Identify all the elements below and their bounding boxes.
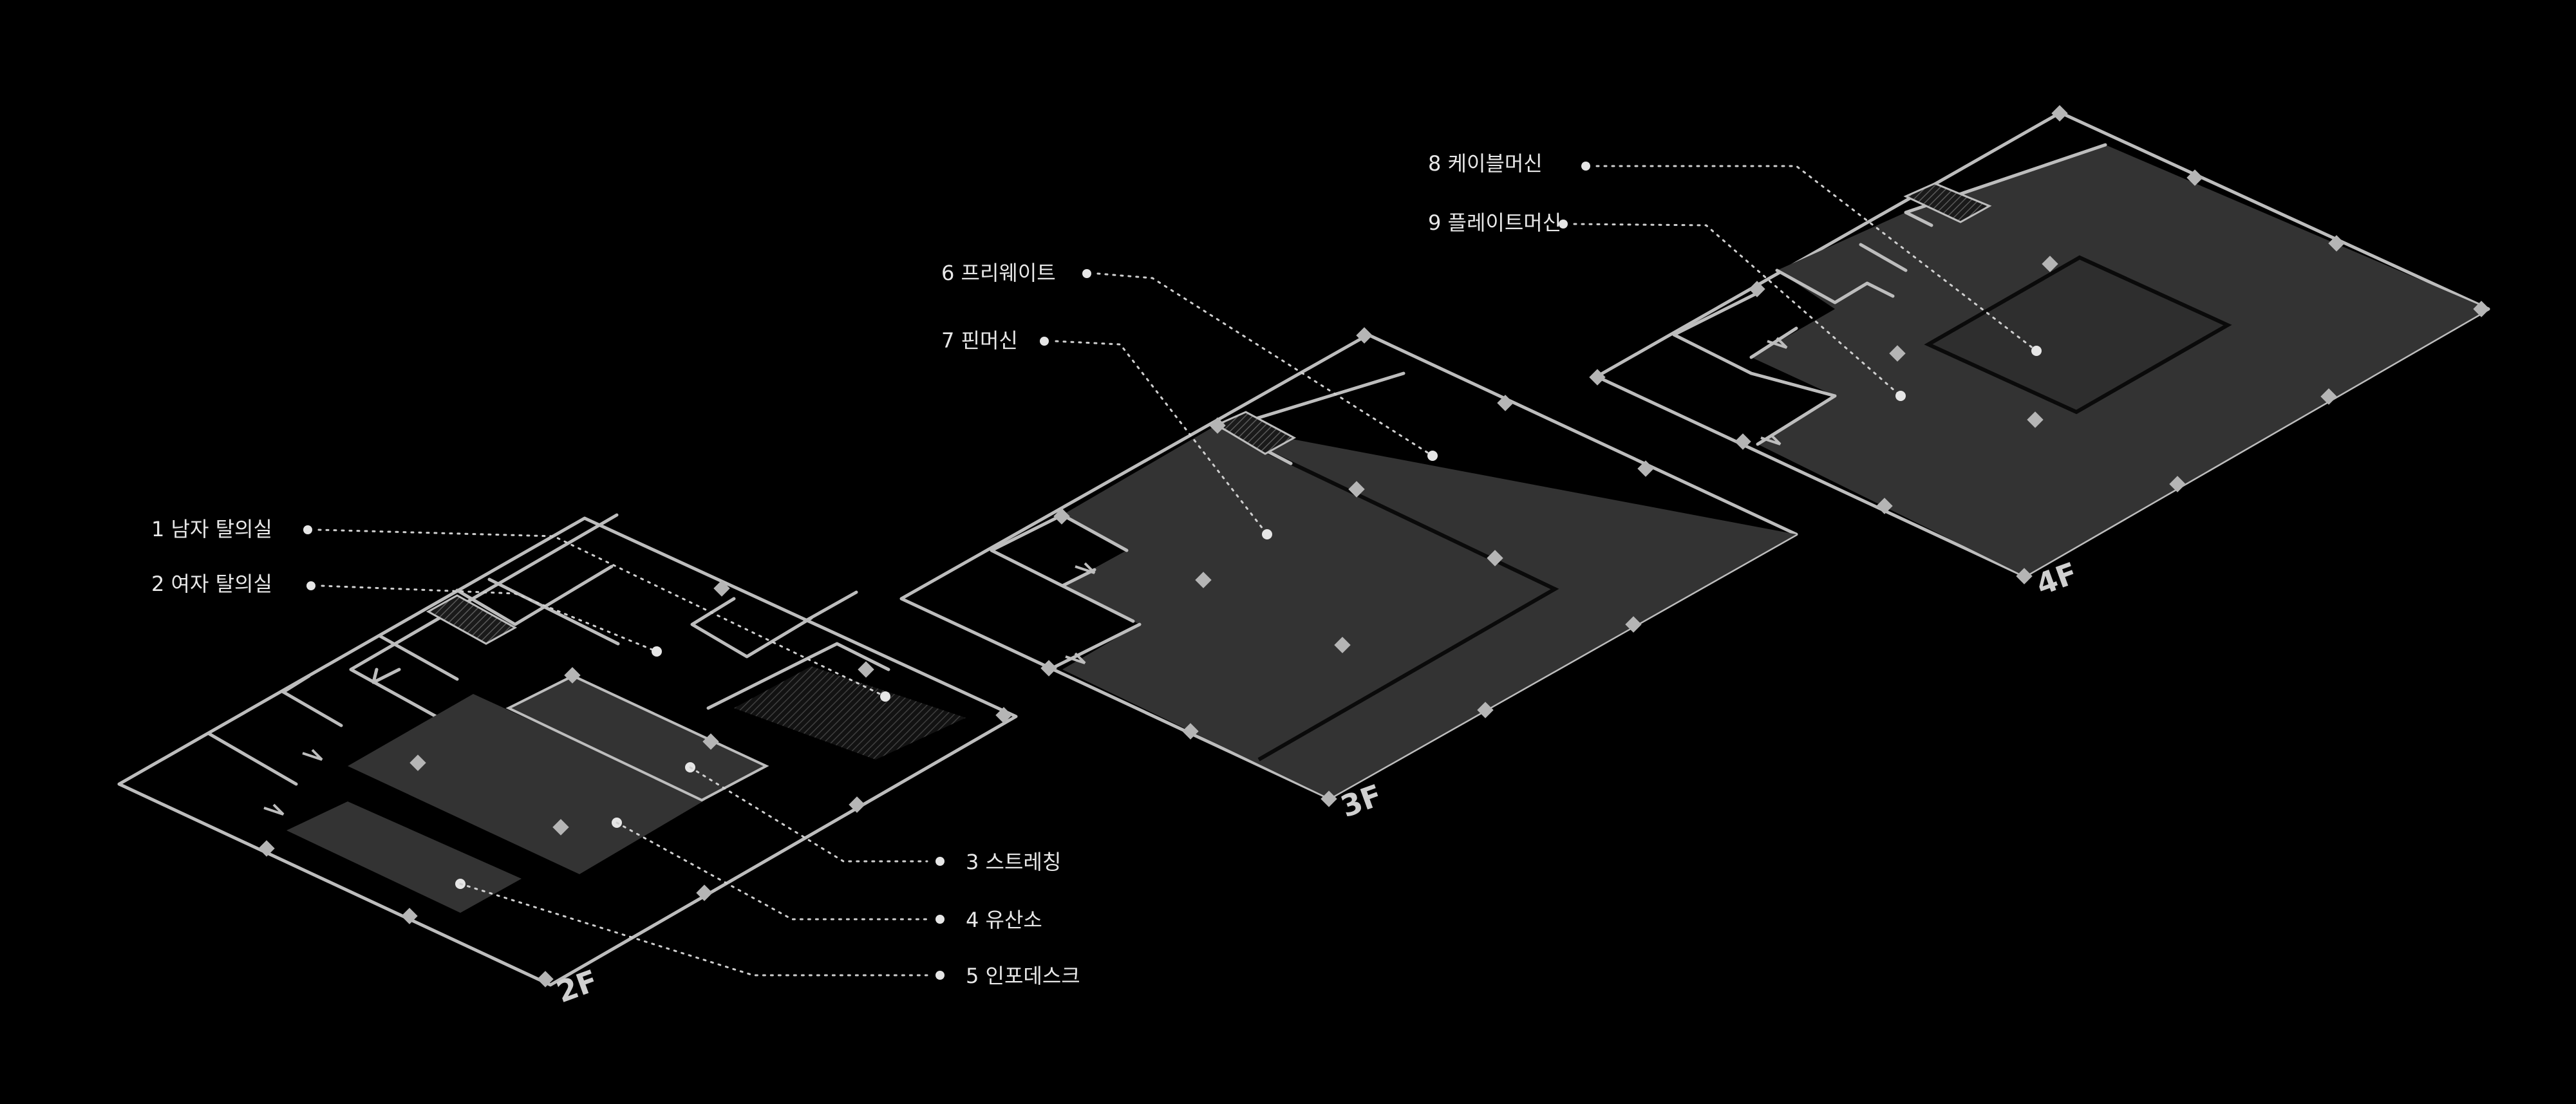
callout-7-start-dot [1040, 337, 1049, 346]
callout-9-start-dot [1559, 220, 1568, 229]
floor-4f-entrance-arrow-1 [1767, 337, 1788, 349]
floor-2f-entrance-arrow-2 [263, 803, 285, 816]
floor-4f[interactable]: 4F [1589, 105, 2490, 602]
floor-2f-stair-hatch [426, 594, 518, 645]
floor-4f-inner-zone [1924, 255, 2232, 415]
callout-8-leader [1595, 165, 2038, 352]
floor-3f-entrance-arrow-2 [1065, 652, 1086, 664]
callout-6-end-dot [1427, 451, 1438, 461]
callout-2-start-dot [306, 581, 315, 590]
callout-9-label[interactable]: 9 플레이트머신 [1428, 211, 1561, 235]
callout-7[interactable]: 7 핀머신 [941, 328, 1272, 539]
floor-3f-stair-hatch [1214, 411, 1297, 455]
callout-9-end-dot [1895, 391, 1906, 401]
callout-2[interactable]: 2 여자 탈의실 [151, 572, 662, 657]
callout-3-label[interactable]: 3 스트레칭 [966, 850, 1061, 874]
callout-3-start-dot [935, 857, 945, 866]
floor-4f-entrance-arrow-2 [1760, 433, 1782, 445]
callout-4[interactable]: 4 유산소 [612, 818, 1042, 932]
callout-1-start-dot [303, 525, 312, 534]
callout-4-label[interactable]: 4 유산소 [966, 908, 1042, 932]
callout-1-leader [317, 529, 887, 698]
callout-4-start-dot [935, 915, 945, 924]
callout-3-leader [689, 766, 928, 863]
callout-1-label[interactable]: 1 남자 탈의실 [151, 517, 272, 541]
callout-6-start-dot [1082, 269, 1091, 278]
callout-7-label[interactable]: 7 핀머신 [941, 328, 1018, 353]
callout-3[interactable]: 3 스트레칭 [685, 762, 1061, 874]
callout-9-leader [1573, 223, 1902, 397]
floor-2f-zone-stretching [505, 674, 769, 802]
floor-3f-divider [1257, 449, 1559, 762]
callout-8-end-dot [2031, 346, 2042, 356]
callout-5-start-dot [935, 971, 945, 980]
callout-7-leader [1055, 340, 1268, 536]
callout-5[interactable]: 5 인포데스크 [455, 879, 1080, 988]
callout-6-label[interactable]: 6 프리웨이트 [941, 261, 1056, 285]
callout-6[interactable]: 6 프리웨이트 [941, 261, 1438, 461]
callout-6-leader [1096, 272, 1434, 457]
callout-7-end-dot [1262, 529, 1272, 539]
floor-3f-zone-main [1062, 425, 1796, 798]
floor-4f-stair-hatch [1903, 182, 1992, 223]
callout-1[interactable]: 1 남자 탈의실 [151, 517, 890, 702]
floor-2f-walls [207, 513, 890, 786]
callout-2-end-dot [652, 646, 662, 657]
callout-8-label[interactable]: 8 케이블머신 [1428, 151, 1543, 176]
floor-2f-entrance-arrow-1 [302, 749, 323, 761]
floor-2f[interactable]: 2F [117, 513, 1018, 1009]
floor-3f-entrance-arrow-1 [1075, 562, 1096, 574]
callouts: 1 남자 탈의실 2 여자 탈의실 3 스트레칭 4 유산소 [151, 151, 2042, 988]
callout-5-leader [459, 883, 928, 977]
callout-9[interactable]: 9 플레이트머신 [1428, 211, 1906, 401]
callout-8-start-dot [1581, 162, 1590, 171]
floor-2f-zone-center [348, 694, 705, 874]
floor-3f[interactable]: 3F [899, 327, 1798, 824]
callout-8[interactable]: 8 케이블머신 [1428, 151, 2042, 356]
callout-4-leader [616, 821, 928, 921]
callout-2-label[interactable]: 2 여자 탈의실 [151, 572, 272, 596]
callout-1-end-dot [880, 691, 890, 702]
floor-2f-tag: 2F [552, 963, 602, 1009]
callout-5-label[interactable]: 5 인포데스크 [966, 964, 1080, 988]
callout-2-leader [321, 585, 658, 653]
floor-2f-hatch-2 [734, 666, 966, 760]
